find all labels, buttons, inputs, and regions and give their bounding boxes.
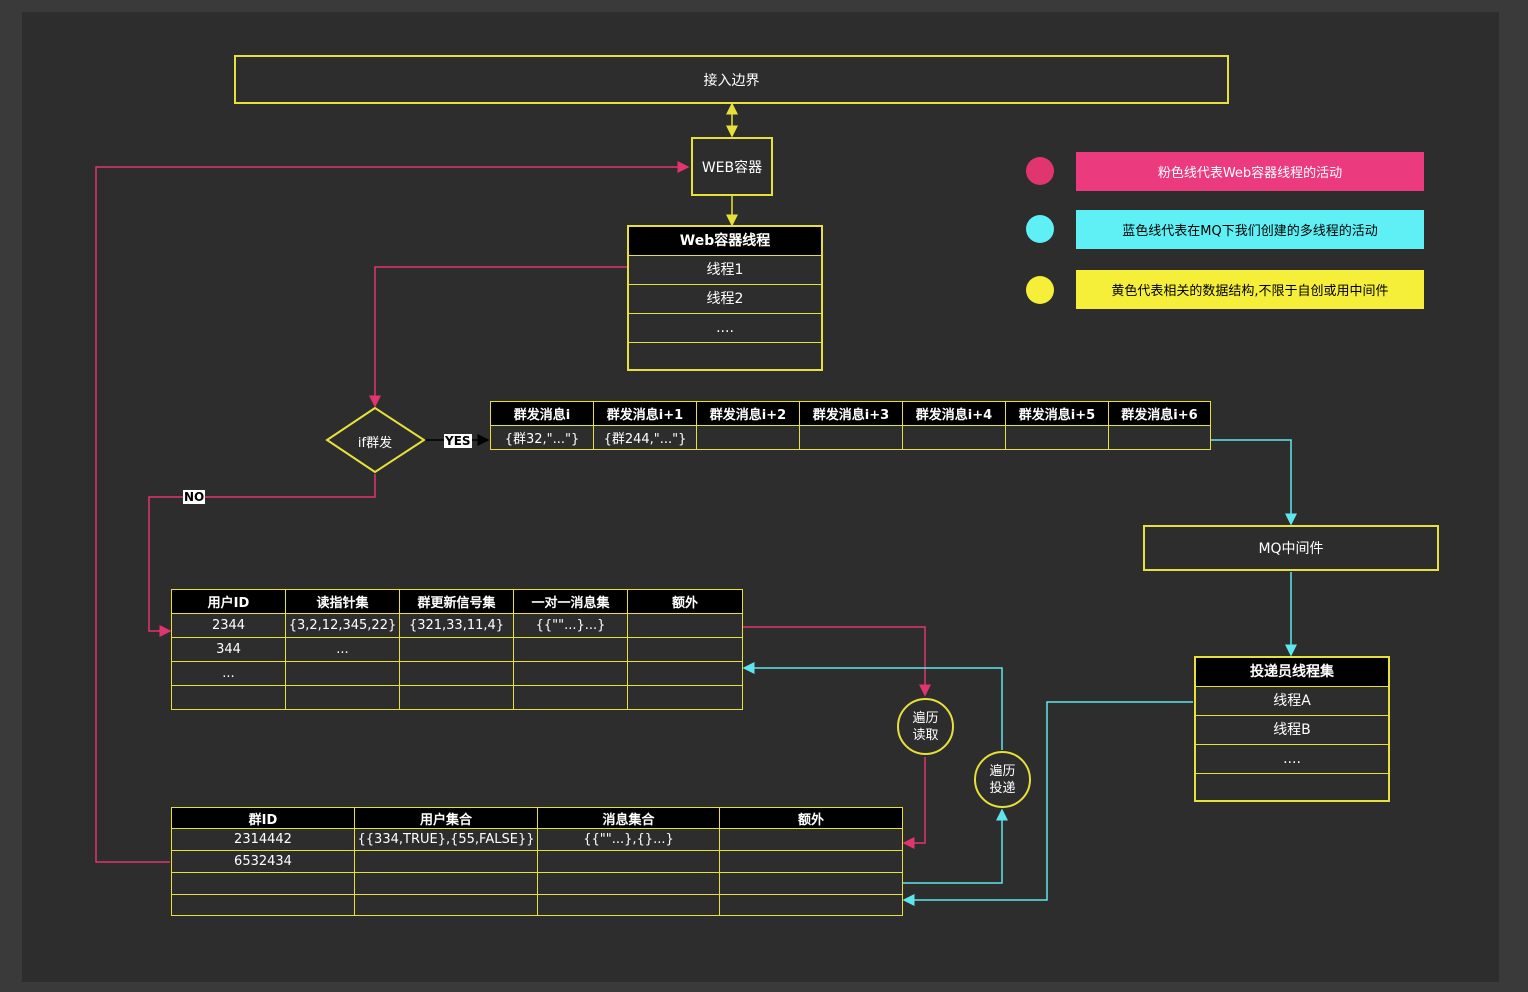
group-table-header: 额外 [719, 807, 903, 829]
web-thread-row [629, 343, 821, 372]
group-cell: 6532434 [171, 850, 355, 873]
group-cell: {{334,TRUE},{55,FALSE}} [354, 828, 538, 851]
legend-yellow-dot [1026, 276, 1054, 304]
no-tag: NO [183, 490, 206, 504]
group-cell [537, 872, 720, 895]
web-thread-header: Web容器线程 [629, 227, 821, 256]
group-cell: 2314442 [171, 828, 355, 851]
group-cell [719, 872, 903, 895]
user-cell: 344 [171, 637, 286, 662]
delivery-thread-stack: 投递员线程集 线程A 线程B .... [1194, 656, 1390, 802]
group-table-header: 群ID [171, 807, 355, 829]
yes-tag: YES [444, 434, 472, 448]
user-table-header: 读指针集 [285, 589, 400, 614]
group-cell [719, 828, 903, 851]
user-cell: ... [285, 637, 400, 662]
legend-yellow-bar: 黄色代表相关的数据结构,不限于自创或用中间件 [1076, 270, 1424, 309]
user-cell: 2344 [171, 613, 286, 638]
user-cell [513, 661, 628, 686]
web-thread-row: 线程1 [629, 256, 821, 285]
delivery-thread-row [1196, 774, 1388, 803]
delivery-thread-row: 线程B [1196, 716, 1388, 745]
user-table-header: 一对一消息集 [513, 589, 628, 614]
web-thread-row: .... [629, 314, 821, 343]
user-cell: {321,33,11,4} [399, 613, 514, 638]
queue-cell [1005, 425, 1109, 450]
queue-header: 群发消息i+3 [799, 401, 903, 426]
queue-header: 群发消息i+6 [1108, 401, 1211, 426]
group-cell [719, 850, 903, 873]
queue-header: 群发消息i+5 [1005, 401, 1109, 426]
group-cell: {{""...},{}...} [537, 828, 720, 851]
queue-header: 群发消息i+4 [902, 401, 1006, 426]
queue-cell [902, 425, 1006, 450]
mass-message-queue: 群发消息i 群发消息i+1 群发消息i+2 群发消息i+3 群发消息i+4 群发… [490, 401, 1211, 450]
user-cell [171, 685, 286, 710]
queue-cell [799, 425, 903, 450]
legend-pink-dot [1026, 157, 1054, 185]
queue-cell: {群244,"..."} [593, 425, 697, 450]
user-cell [627, 685, 743, 710]
queue-cell: {群32,"..."} [490, 425, 594, 450]
user-cell [285, 685, 400, 710]
user-table: 用户ID 读指针集 群更新信号集 一对一消息集 额外 2344 {3,2,12,… [171, 589, 743, 710]
queue-header: 群发消息i [490, 401, 594, 426]
legend-cyan-bar: 蓝色线代表在MQ下我们创建的多线程的活动 [1076, 210, 1424, 249]
group-cell [354, 894, 538, 916]
group-cell [719, 894, 903, 916]
group-cell [171, 872, 355, 895]
legend-cyan-dot [1026, 215, 1054, 243]
group-cell [537, 894, 720, 916]
legend-pink-bar: 粉色线代表Web容器线程的活动 [1076, 152, 1424, 191]
decision-label: if群发 [357, 436, 393, 451]
web-thread-stack: Web容器线程 线程1 线程2 .... [627, 225, 823, 371]
group-cell [354, 872, 538, 895]
group-table-header: 消息集合 [537, 807, 720, 829]
user-cell [627, 637, 743, 662]
web-thread-row: 线程2 [629, 285, 821, 314]
user-table-header: 额外 [627, 589, 743, 614]
user-cell [399, 685, 514, 710]
user-cell [627, 613, 743, 638]
user-table-header: 用户ID [171, 589, 286, 614]
user-cell: {3,2,12,345,22} [285, 613, 400, 638]
queue-header: 群发消息i+1 [593, 401, 697, 426]
group-table: 群ID 用户集合 消息集合 额外 2314442 {{334,TRUE},{55… [171, 807, 903, 916]
delivery-thread-header: 投递员线程集 [1196, 658, 1388, 687]
user-cell [399, 661, 514, 686]
user-cell: ... [171, 661, 286, 686]
user-cell [399, 637, 514, 662]
group-cell [171, 894, 355, 916]
user-cell [627, 661, 743, 686]
mq-middleware-box: MQ中间件 [1143, 525, 1439, 571]
user-table-header: 群更新信号集 [399, 589, 514, 614]
group-cell [537, 850, 720, 873]
queue-cell [1108, 425, 1211, 450]
delivery-thread-row: 线程A [1196, 687, 1388, 716]
user-cell [513, 685, 628, 710]
delivery-thread-row: .... [1196, 745, 1388, 774]
user-cell [285, 661, 400, 686]
traverse-read-node: 遍历 读取 [897, 698, 954, 755]
group-cell [354, 850, 538, 873]
user-cell [513, 637, 628, 662]
traverse-deliver-node: 遍历 投递 [974, 751, 1031, 808]
group-table-header: 用户集合 [354, 807, 538, 829]
user-cell: {{""...}...} [513, 613, 628, 638]
queue-header: 群发消息i+2 [696, 401, 800, 426]
web-container-box: WEB容器 [691, 137, 773, 196]
queue-cell [696, 425, 800, 450]
access-boundary-box: 接入边界 [234, 55, 1229, 104]
